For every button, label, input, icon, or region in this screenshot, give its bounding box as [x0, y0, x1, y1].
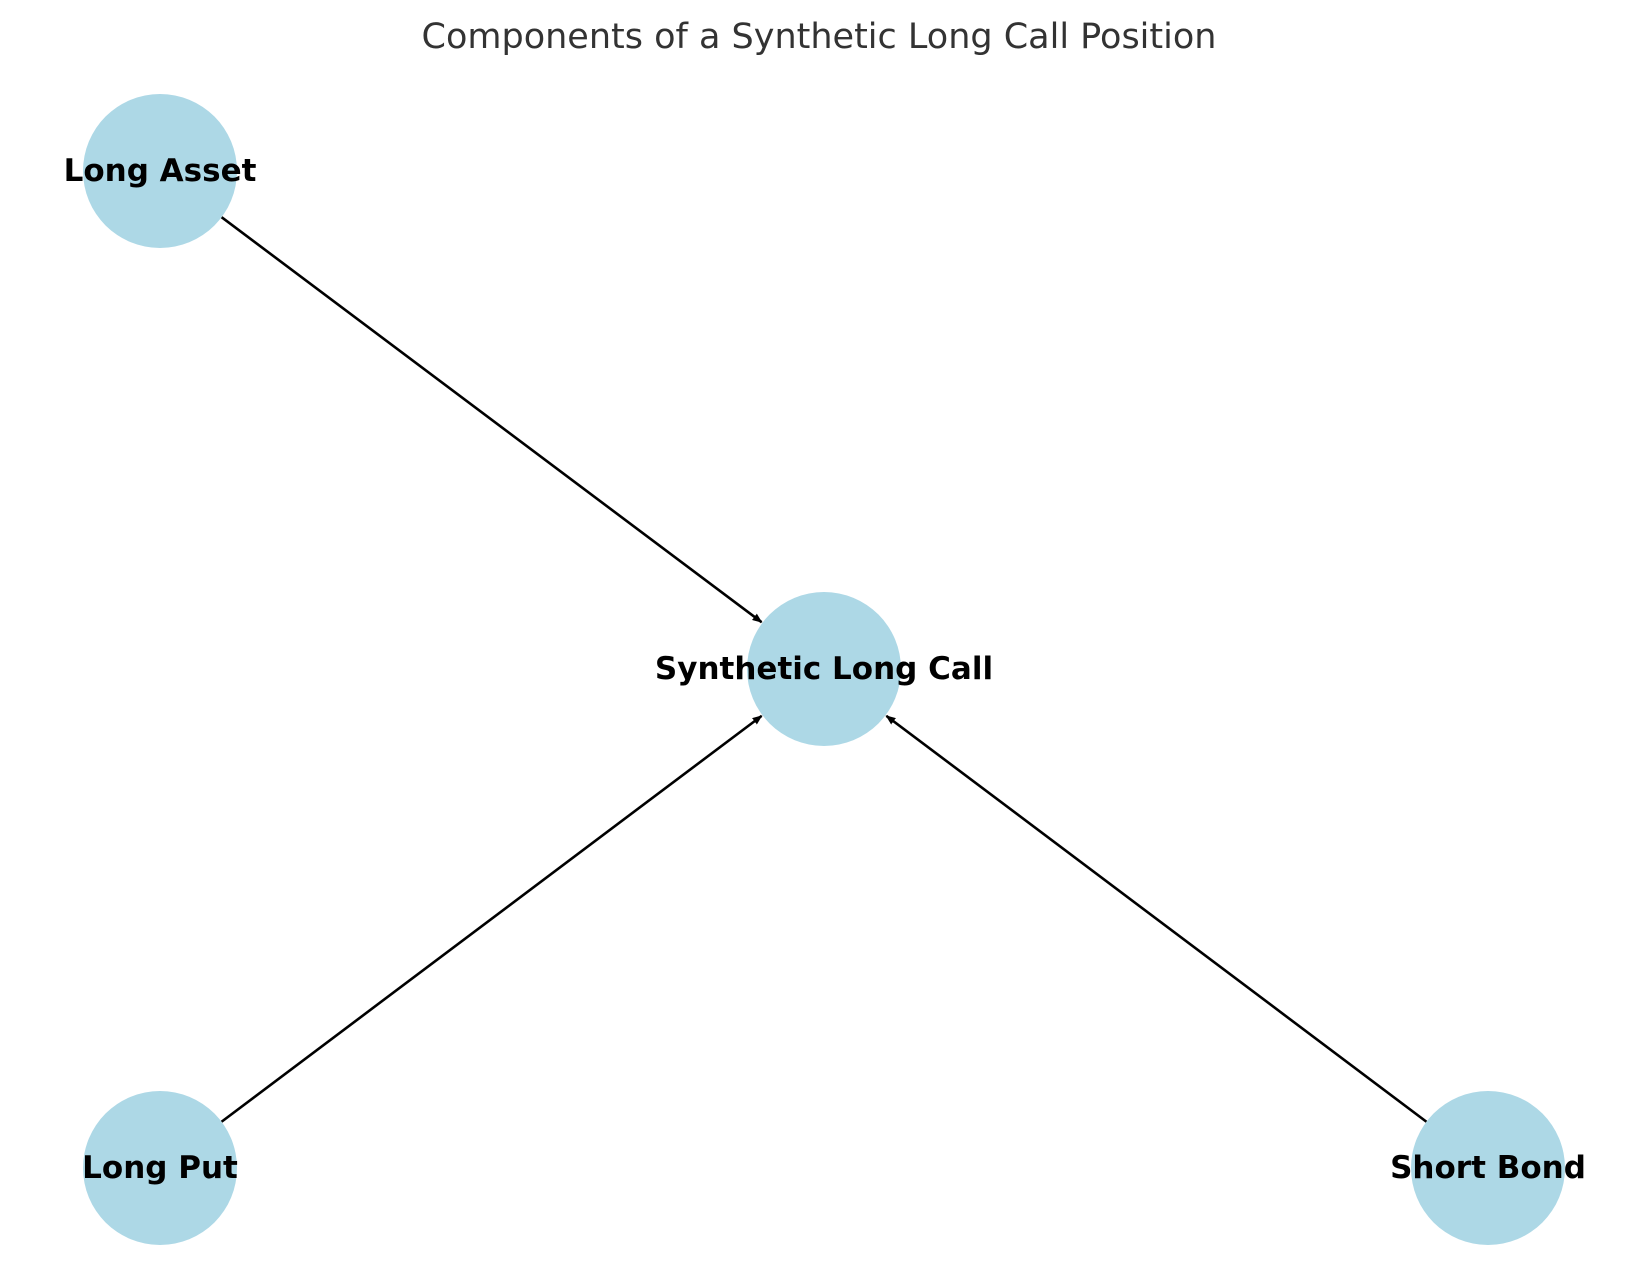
edge-long-asset-to-synthetic-long-call: [220, 216, 763, 624]
diagram-title: Components of a Synthetic Long Call Posi…: [422, 17, 1217, 57]
node-circle-short-bond: [1411, 1091, 1565, 1245]
node-long-asset: Long Asset: [64, 94, 257, 248]
node-circle-long-put: [83, 1091, 237, 1245]
node-label-short-bond: Short Bond: [1390, 1150, 1586, 1186]
node-label-synthetic-long-call: Synthetic Long Call: [655, 651, 993, 687]
edges-layer: [220, 216, 1428, 1123]
node-long-put: Long Put: [82, 1091, 238, 1245]
node-circle-long-asset: [83, 94, 237, 248]
edge-short-bond-to-synthetic-long-call: [885, 714, 1428, 1123]
node-short-bond: Short Bond: [1390, 1091, 1586, 1245]
edge-long-put-to-synthetic-long-call: [220, 714, 763, 1123]
node-label-long-asset: Long Asset: [64, 153, 257, 189]
node-circle-synthetic-long-call: [747, 592, 901, 746]
node-label-long-put: Long Put: [82, 1150, 238, 1186]
node-synthetic-long-call: Synthetic Long Call: [655, 592, 993, 746]
